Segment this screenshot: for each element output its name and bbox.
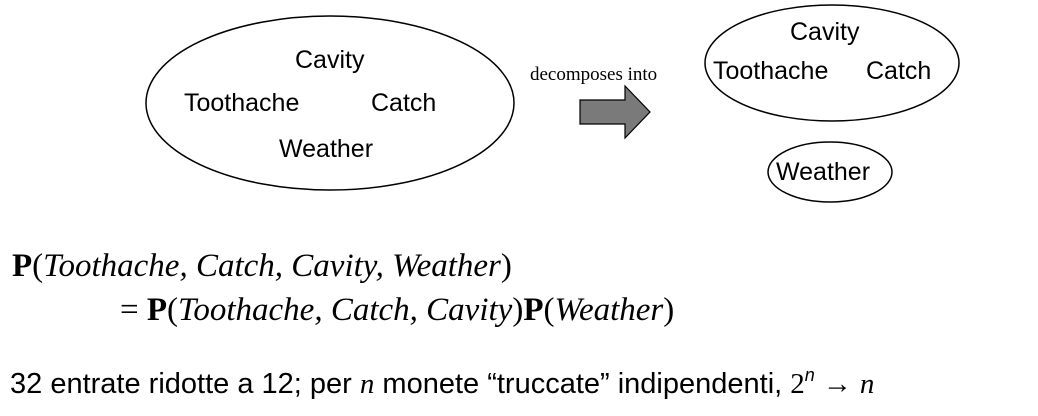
formula-args-weather: Weather: [554, 292, 664, 328]
node-toothache-left: Toothache: [184, 89, 299, 117]
node-weather-right: Weather: [776, 158, 870, 186]
decomposes-arrow: [579, 84, 651, 140]
weather-ellipse: [767, 141, 893, 203]
note-line: 32 entrate ridotte a 12; per n monete “t…: [10, 366, 874, 399]
prob-operator: P: [12, 248, 33, 284]
formula-line-1: P(Toothache, Catch, Cavity, Weather): [12, 248, 512, 284]
note-exponent: n: [804, 365, 815, 385]
arrow-label: decomposes into: [530, 64, 657, 85]
note-arrow: →: [822, 368, 852, 400]
note-prefix: 32 entrate ridotte a 12; per: [10, 368, 352, 400]
decomposition-diagram: Cavity Toothache Catch Weather decompose…: [145, 4, 960, 203]
equals-sign: =: [120, 292, 139, 328]
node-weather-left: Weather: [279, 135, 373, 163]
prob-operator: P: [146, 292, 168, 328]
prob-operator: P: [523, 292, 544, 328]
note-middle: monete “truccate” indipendenti,: [382, 368, 783, 400]
dental-ellipse: [704, 4, 960, 122]
full-joint-ellipse: [145, 15, 515, 191]
node-toothache-right: Toothache: [713, 57, 828, 85]
formula-args-dental: Toothache, Catch, Cavity: [178, 292, 513, 328]
node-catch-left: Catch: [371, 89, 436, 117]
formula-args-full: Toothache, Catch, Cavity, Weather: [43, 248, 501, 284]
node-catch-right: Catch: [866, 57, 931, 85]
note-var-n: n: [359, 368, 375, 400]
note-base: 2: [790, 368, 805, 400]
formula-line-2: = P(Toothache, Catch, Cavity)P(Weather): [120, 292, 675, 328]
node-cavity-left: Cavity: [295, 46, 365, 74]
note-result: n: [859, 368, 875, 400]
node-cavity-right: Cavity: [790, 18, 860, 46]
